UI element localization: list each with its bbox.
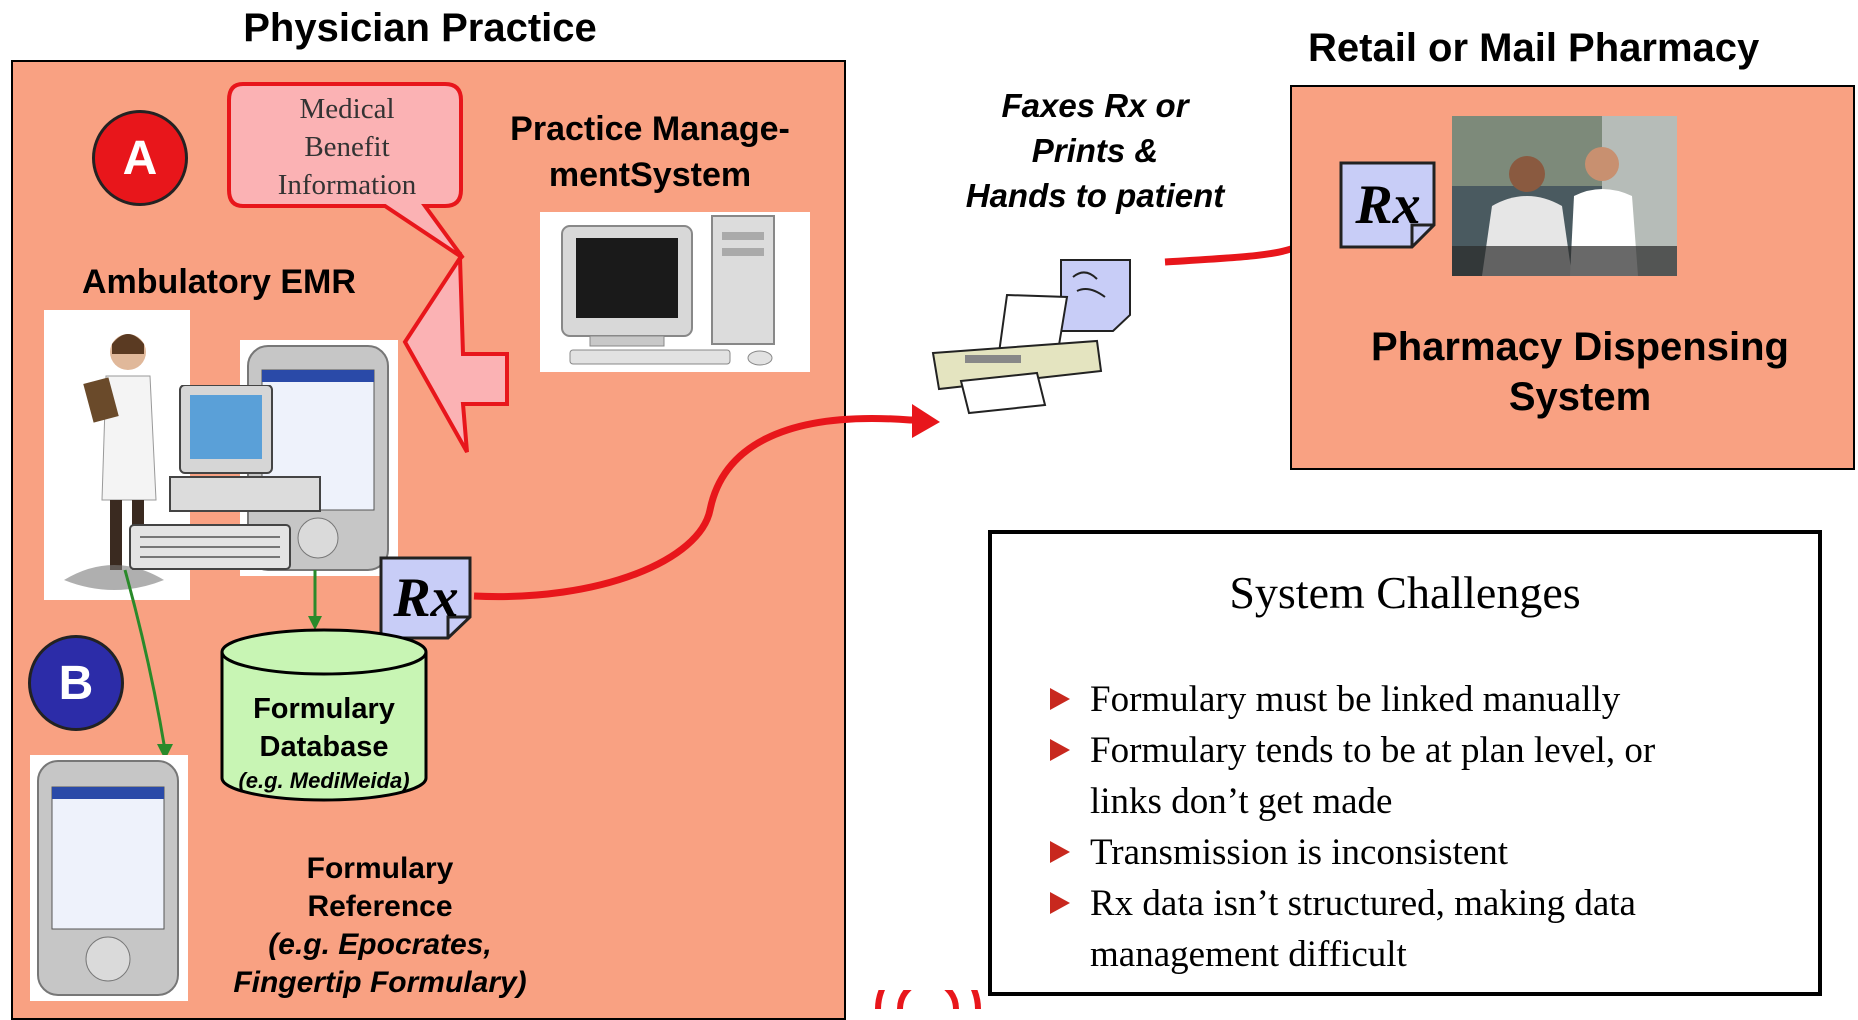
callout-shape <box>227 82 509 453</box>
badge-a: A <box>92 110 188 206</box>
pms-label: Practice Manage- mentSystem <box>480 106 820 198</box>
emr-computer-icon <box>129 385 321 570</box>
bullet-arrow-icon <box>1050 739 1070 761</box>
transfer-line-2: Prints & <box>1031 132 1159 169</box>
fax-machine-icon <box>931 259 1131 415</box>
pms-pointer-arrow <box>402 251 509 453</box>
challenge-item-text: Rx data isn’t structured, making data <box>1090 883 1636 924</box>
bullet-arrow-icon <box>1050 688 1070 710</box>
formulary-ref-line-1: Formulary <box>306 852 454 885</box>
badge-b: B <box>28 635 124 731</box>
challenge-item-text: Formulary tends to be at plan level, or <box>1090 730 1656 771</box>
callout-line-2: Benefit <box>304 131 390 163</box>
challenges-list: Formulary must be linked manually Formul… <box>1040 674 1810 980</box>
pharmacy-system-line-2: System <box>1508 375 1652 419</box>
rx-label-physician: Rx <box>393 567 459 629</box>
formulary-db-label: Formulary Database (e.g. MediMeida) <box>218 690 430 796</box>
green-connectors <box>123 569 322 760</box>
challenge-item-text: management difficult <box>1090 934 1407 975</box>
formulary-database-icon <box>220 628 428 802</box>
callout-text: Medical Benefit Information <box>232 90 462 204</box>
formulary-ref-line-2: Reference <box>307 890 453 923</box>
emr-label: Ambulatory EMR <box>82 263 356 301</box>
challenge-item: Formulary tends to be at plan level, or … <box>1040 725 1810 827</box>
challenge-item-text: Formulary must be linked manually <box>1090 679 1621 720</box>
challenges-box <box>988 530 1822 996</box>
pharmacy-system-line-1: Pharmacy Dispensing <box>1371 325 1789 369</box>
formulary-db-line-2: Database <box>259 731 389 763</box>
desktop-computer-icon <box>540 212 810 372</box>
bullet-arrow-icon <box>1050 841 1070 863</box>
rx-document-icon-pharmacy <box>1339 161 1436 249</box>
callout-line-3: Information <box>277 169 417 201</box>
challenge-item-text: Transmission is inconsistent <box>1090 832 1509 873</box>
formulary-ref-line-4: Fingertip Formulary) <box>233 966 527 999</box>
pharmacy-title: Retail or Mail Pharmacy <box>1308 26 1760 70</box>
challenge-item: Rx data isn’t structured, making data ma… <box>1040 878 1810 980</box>
rx-document-icon <box>379 556 472 640</box>
formulary-ref-label: Formulary Reference (e.g. Epocrates, Fin… <box>215 850 545 1002</box>
pharmacist-photo <box>1452 116 1677 276</box>
formulary-db-line-1: Formulary <box>253 693 395 725</box>
challenge-item-text: links don’t get made <box>1090 781 1393 822</box>
callout-line-1: Medical <box>299 93 395 125</box>
transfer-label: Faxes Rx or Prints & Hands to patient <box>925 83 1265 218</box>
pms-label-line-2: mentSystem <box>548 156 752 194</box>
transfer-line-1: Faxes Rx or <box>1001 87 1189 124</box>
target-logo-icon <box>875 990 981 1009</box>
physician-practice-title: Physician Practice <box>243 6 597 50</box>
transfer-line-3: Hands to patient <box>965 177 1225 214</box>
rx-label-pharmacy: Rx <box>1355 174 1421 236</box>
pharmacy-system-label: Pharmacy Dispensing System <box>1340 322 1820 422</box>
challenge-item: Transmission is inconsistent <box>1040 827 1810 878</box>
formulary-ref-line-3: (e.g. Epocrates, <box>268 928 492 961</box>
challenges-title: System Challenges <box>1229 567 1581 618</box>
pms-label-line-1: Practice Manage- <box>510 110 790 148</box>
bullet-arrow-icon <box>1050 892 1070 914</box>
formulary-db-line-3: (e.g. MediMeida) <box>238 768 410 793</box>
challenge-item: Formulary must be linked manually <box>1040 674 1810 725</box>
reference-pda-icon <box>30 755 188 1001</box>
